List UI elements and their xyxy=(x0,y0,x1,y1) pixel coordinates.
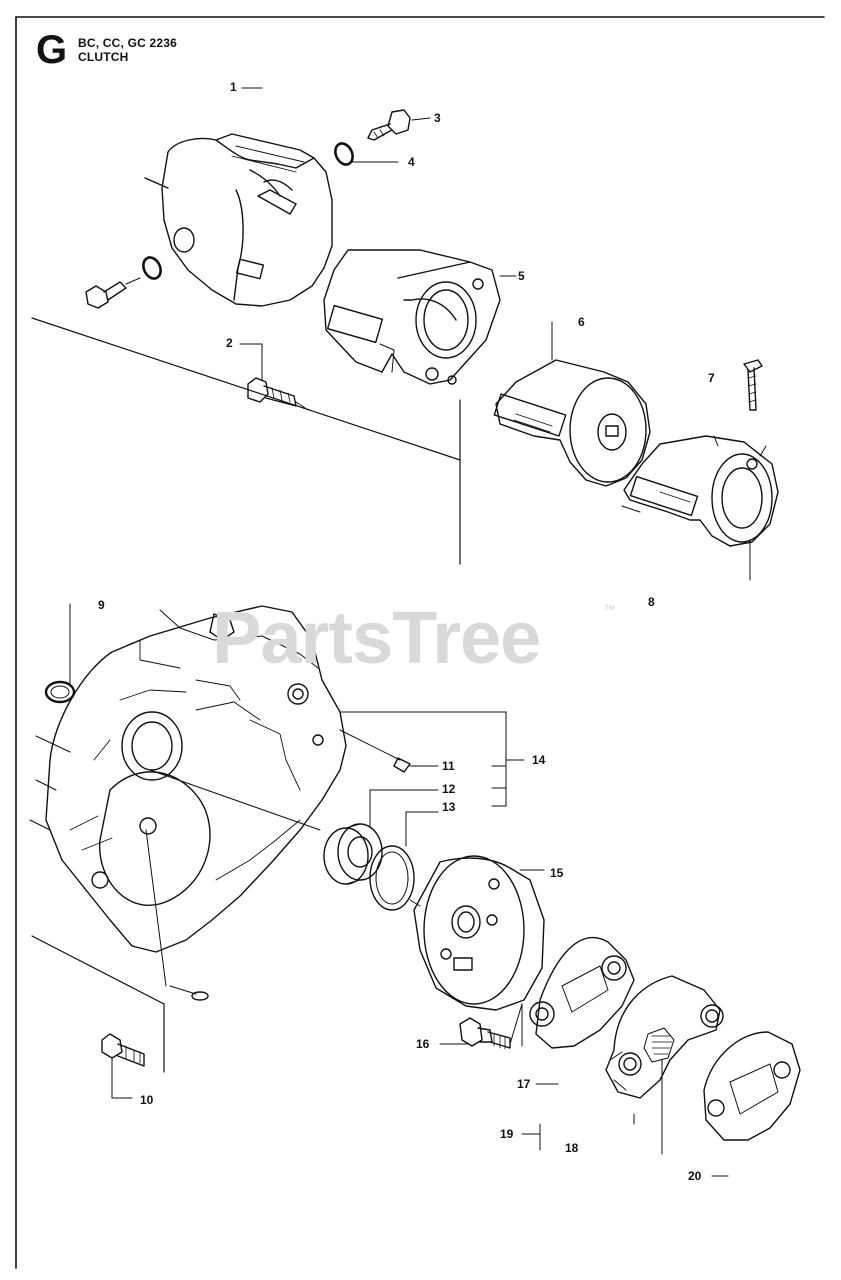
part-1-clutch-cover xyxy=(144,87,333,307)
part-20-cover-plate xyxy=(703,1031,801,1177)
part-2-screw xyxy=(239,343,309,411)
part-10-bolt xyxy=(31,935,165,1099)
callout-3: 3 xyxy=(434,111,441,125)
callout-13: 13 xyxy=(442,800,456,814)
crankcase-half xyxy=(29,605,347,1001)
part-5-clutch-housing xyxy=(323,249,517,385)
callout-5: 5 xyxy=(518,269,525,283)
callout-1: 1 xyxy=(230,80,237,94)
callout-2: 2 xyxy=(226,336,233,350)
callout-14: 14 xyxy=(532,753,546,767)
callout-17: 17 xyxy=(517,1077,531,1091)
callout-10: 10 xyxy=(140,1093,154,1107)
part-12-bearing xyxy=(323,789,439,885)
leader-lines-upper xyxy=(31,317,461,565)
watermark-trademark: ™ xyxy=(604,604,615,616)
part-6-drum-sleeve xyxy=(493,321,651,487)
callout-18: 18 xyxy=(565,1141,579,1155)
callout-20: 20 xyxy=(688,1169,702,1183)
callout-4: 4 xyxy=(408,155,415,169)
section-title: CLUTCH xyxy=(78,50,129,64)
callout-7: 7 xyxy=(708,371,715,385)
part-9-ring xyxy=(44,603,76,704)
section-letter: G xyxy=(36,28,68,72)
part-18-clutch-shoes xyxy=(605,975,724,1155)
part-19-leader xyxy=(521,1123,541,1151)
part-17-clutch-plate xyxy=(529,936,635,1085)
model-line: BC, CC, GC 2236 xyxy=(78,36,178,50)
part-3-screw xyxy=(367,109,431,141)
leader-lines-11-14 xyxy=(339,711,525,807)
callout-15: 15 xyxy=(550,866,564,880)
watermark-logo: PartsTree xyxy=(212,596,541,679)
callout-12: 12 xyxy=(442,782,456,796)
callout-19: 19 xyxy=(500,1127,514,1141)
callout-11: 11 xyxy=(442,759,455,773)
screw-left xyxy=(85,277,141,309)
page-frame xyxy=(15,16,825,1269)
callout-6: 6 xyxy=(578,315,585,329)
part-13-ring xyxy=(369,811,439,911)
callout-8: 8 xyxy=(648,595,655,609)
part-7-pin-screw xyxy=(743,359,763,411)
callout-16: 16 xyxy=(416,1037,430,1051)
part-8-shaft-coupler xyxy=(621,435,779,581)
part-4-o-ring xyxy=(334,142,399,166)
part-15-clutch-drum xyxy=(413,855,545,1011)
part-16-bolt xyxy=(439,1003,523,1050)
o-ring-left xyxy=(142,256,162,280)
callout-9: 9 xyxy=(98,598,105,612)
